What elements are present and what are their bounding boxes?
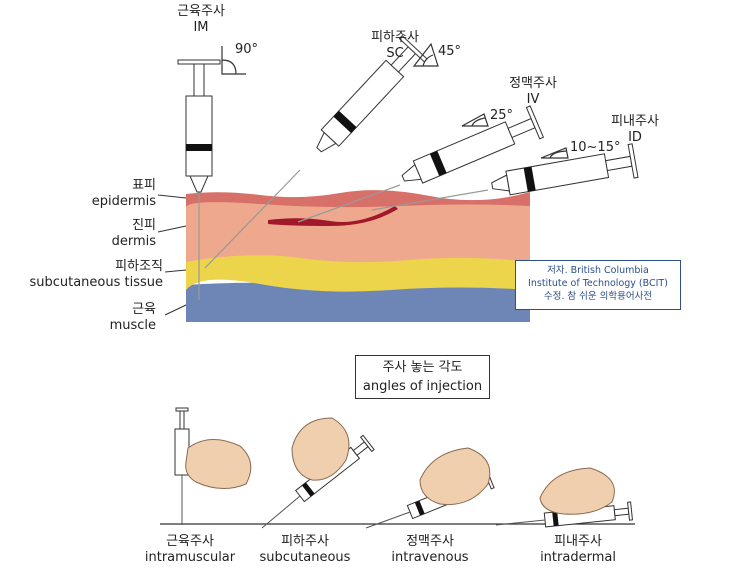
angle-1015-glyph [540,147,569,159]
layer-muscle [186,280,532,322]
label-id-en: ID [628,130,642,145]
bottom-syringe-iv [365,447,495,529]
syringe-iv [401,105,545,184]
label-iv: 정맥주사 IV [498,76,568,108]
angle-90-glyph [221,46,246,75]
credit-line1: 저자. British Columbia [547,265,649,276]
caption-intravenous-ko: 정맥주사 [406,534,454,549]
label-id-ko: 피내주사 [611,114,659,129]
label-im-ko: 근육주사 [177,4,225,19]
label-sc: 피하주사 SC [360,30,430,62]
label-epidermis-en: epidermis [91,194,156,209]
angle-im: 90° [235,42,259,57]
syringe-im [177,59,221,193]
caption-subcutaneous-ko: 피하주사 [281,534,329,549]
leader-lines [157,194,187,316]
bottom-syringe-id [495,467,634,528]
caption-subcutaneous: 피하주사 subcutaneous [250,534,360,566]
angle-25-glyph [461,113,489,127]
syringe-sc [316,35,428,153]
caption-intramuscular: 근육주사 intramuscular [140,534,240,566]
label-subcutaneous: 피하조직 subcutaneous tissue [10,259,163,291]
caption-intravenous-en: intravenous [391,550,469,565]
angle-sc: 45° [438,44,462,59]
bottom-syringe-sc [261,417,375,529]
label-muscle: 근육 muscle [40,302,156,334]
angle-iv: 25° [490,108,514,123]
label-iv-en: IV [526,92,540,107]
caption-intradermal: 피내주사 intradermal [528,534,628,566]
caption-intradermal-ko: 피내주사 [554,534,602,549]
label-sc-en: SC [386,46,404,61]
syringe-id [491,143,639,196]
label-dermis: 진피 dermis [40,218,156,250]
caption-intradermal-en: intradermal [540,550,616,565]
label-muscle-en: muscle [109,318,156,333]
caption-subcutaneous-en: subcutaneous [259,550,351,565]
label-iv-ko: 정맥주사 [509,76,557,91]
label-epidermis-ko: 표피 [132,178,156,193]
caption-intramuscular-ko: 근육주사 [166,534,214,549]
angles-title-en: angles of injection [362,379,483,394]
label-epidermis: 표피 epidermis [40,178,156,210]
angles-title-ko: 주사 놓는 각도 [382,360,463,375]
layer-subcutaneous [186,248,530,292]
label-dermis-en: dermis [111,234,156,249]
label-im-en: IM [193,20,209,35]
bottom-syringe-im [174,407,252,525]
label-muscle-ko: 근육 [132,302,156,317]
layer-epidermis [186,190,530,208]
label-sc-ko: 피하주사 [371,30,419,45]
label-subcutaneous-en: subcutaneous tissue [29,275,163,290]
credit-line2: Institute of Technology (BCIT) [528,278,668,289]
caption-intravenous: 정맥주사 intravenous [380,534,480,566]
needles [198,169,489,300]
label-dermis-ko: 진피 [132,218,156,233]
skin-cross-section [186,190,532,322]
label-id: 피내주사 ID [600,114,670,146]
credit-line3: 수정. 참 쉬운 의학용어사전 [543,291,653,302]
angle-id: 10~15° [570,140,621,155]
label-im: 근육주사 IM [166,4,236,36]
credit-box: 저자. British Columbia Institute of Techno… [515,260,681,310]
angles-title-box: 주사 놓는 각도 angles of injection [355,355,490,399]
layer-dermis [186,200,530,263]
angle-glyphs [221,42,569,159]
caption-intramuscular-en: intramuscular [144,550,236,565]
angle-45-glyph [412,42,439,67]
label-subcutaneous-ko: 피하조직 [115,259,163,274]
